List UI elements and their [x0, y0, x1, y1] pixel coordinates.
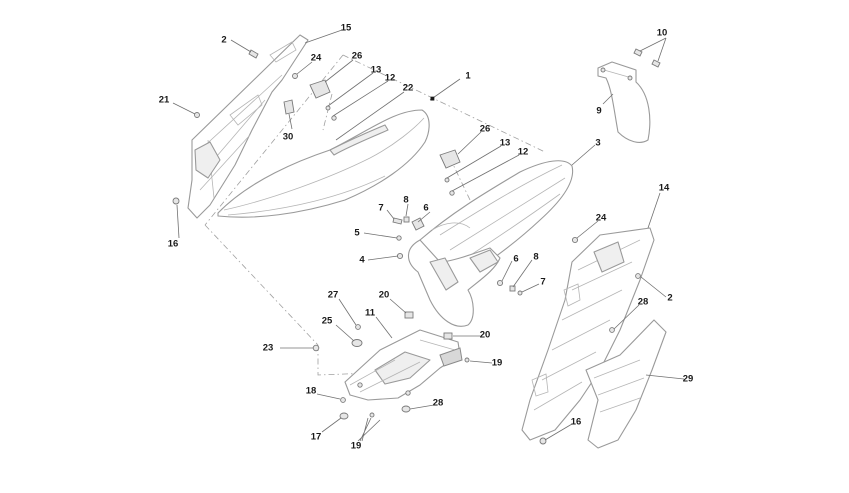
callout-label-c7a: 7 [378, 203, 383, 214]
callout-label-c26a: 26 [352, 51, 363, 62]
callout-label-c4: 4 [359, 255, 365, 266]
mud-flap [597, 48, 661, 143]
right-side-panel [521, 227, 655, 441]
callout-label-c6b: 6 [513, 254, 518, 265]
callout-label-c1: 1 [465, 71, 471, 82]
callout-label-c27: 27 [328, 290, 339, 301]
callout-label-c5: 5 [354, 228, 360, 239]
callout-label-c29: 29 [683, 374, 694, 385]
leader-lines [172, 29, 685, 442]
callout-label-c20a: 20 [379, 290, 390, 301]
callout-label-c24b: 24 [596, 213, 607, 224]
callout-label-c8b: 8 [533, 252, 538, 263]
side-panel-cover [585, 319, 667, 449]
callout-label-c14: 14 [659, 183, 670, 194]
callout-label-c13b: 13 [500, 138, 511, 149]
callout-label-c18: 18 [306, 386, 317, 397]
callout-label-c22: 22 [403, 83, 414, 94]
callout-label-c6a: 6 [423, 203, 428, 214]
lower-bracket [344, 329, 463, 401]
callout-label-c19a: 19 [492, 358, 503, 369]
callout-label-c2a: 2 [221, 35, 226, 46]
callout-label-c11: 11 [365, 308, 376, 319]
callout-label-c25: 25 [322, 316, 333, 327]
seat [217, 109, 430, 218]
callout-labels: 1223456677889101112121313141516161718191… [159, 23, 694, 452]
callout-label-c20b: 20 [480, 330, 491, 341]
assembly-marker: ■ [430, 94, 435, 103]
callout-label-c2b: 2 [667, 293, 672, 304]
callout-label-c15: 15 [341, 23, 352, 34]
callout-label-c30: 30 [283, 132, 294, 143]
left-side-panel [187, 34, 309, 219]
callout-label-c23: 23 [263, 343, 274, 354]
rear-fender [407, 160, 574, 327]
callout-label-c28b: 28 [433, 398, 444, 409]
callout-label-c7b: 7 [540, 277, 545, 288]
callout-label-c12b: 12 [518, 147, 529, 158]
callout-label-c8a: 8 [403, 195, 408, 206]
callout-label-c16a: 16 [168, 239, 179, 250]
callout-label-c9: 9 [596, 106, 601, 117]
callout-label-c24a: 24 [311, 53, 322, 64]
callout-label-c17: 17 [311, 432, 322, 443]
callout-label-c12a: 12 [385, 73, 396, 84]
callout-label-c3: 3 [595, 138, 600, 149]
callout-label-c10: 10 [657, 28, 668, 39]
callout-label-c13a: 13 [371, 65, 382, 76]
callout-label-c28a: 28 [638, 297, 649, 308]
callout-label-c26b: 26 [480, 124, 491, 135]
callout-label-c21: 21 [159, 95, 170, 106]
callout-label-c16b: 16 [571, 417, 582, 428]
callout-label-c19b: 19 [351, 441, 362, 452]
